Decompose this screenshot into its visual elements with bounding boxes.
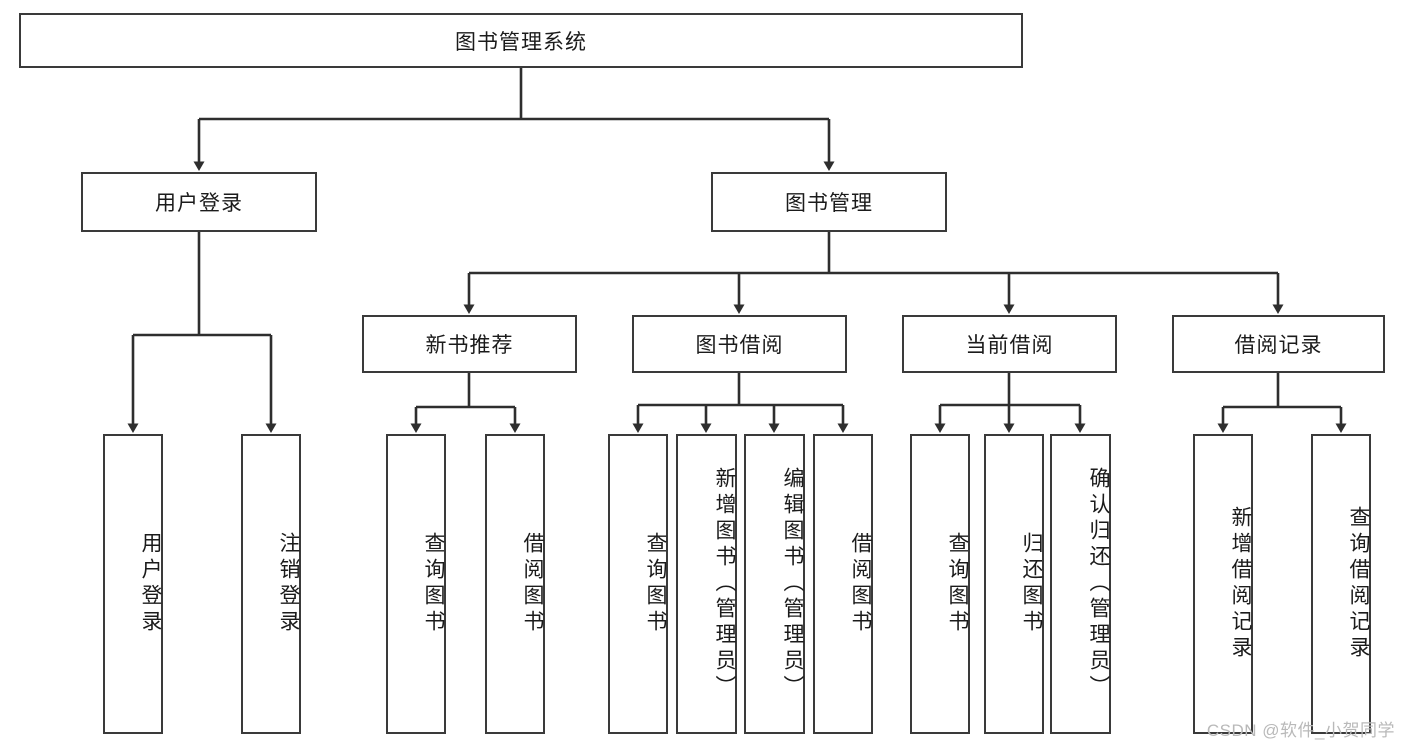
leaf-node[interactable]: 用户登录 <box>103 434 163 734</box>
leaf-node[interactable]: 查询借阅记录 <box>1311 434 1371 734</box>
leaf-node[interactable]: 查询图书 <box>910 434 970 734</box>
leaf-node[interactable]: 编辑图书（管理员） <box>744 434 805 734</box>
node-book-borrow[interactable]: 图书借阅 <box>632 315 847 373</box>
leaf-node[interactable]: 确认归还（管理员） <box>1050 434 1111 734</box>
leaf-node[interactable]: 查询图书 <box>386 434 446 734</box>
leaf-node[interactable]: 归还图书 <box>984 434 1044 734</box>
leaf-node[interactable]: 查询图书 <box>608 434 668 734</box>
leaf-node[interactable]: 新增借阅记录 <box>1193 434 1253 734</box>
leaf-node[interactable]: 注销登录 <box>241 434 301 734</box>
node-current-borrow[interactable]: 当前借阅 <box>902 315 1117 373</box>
leaf-node[interactable]: 借阅图书 <box>813 434 873 734</box>
node-borrow-records[interactable]: 借阅记录 <box>1172 315 1385 373</box>
node-user-login[interactable]: 用户登录 <box>81 172 317 232</box>
node-new-book-recommend[interactable]: 新书推荐 <box>362 315 577 373</box>
leaf-node[interactable]: 借阅图书 <box>485 434 545 734</box>
node-root[interactable]: 图书管理系统 <box>19 13 1023 68</box>
node-book-management[interactable]: 图书管理 <box>711 172 947 232</box>
leaf-node[interactable]: 新增图书（管理员） <box>676 434 737 734</box>
watermark-text: CSDN @软件_小贺同学 <box>1206 721 1395 740</box>
